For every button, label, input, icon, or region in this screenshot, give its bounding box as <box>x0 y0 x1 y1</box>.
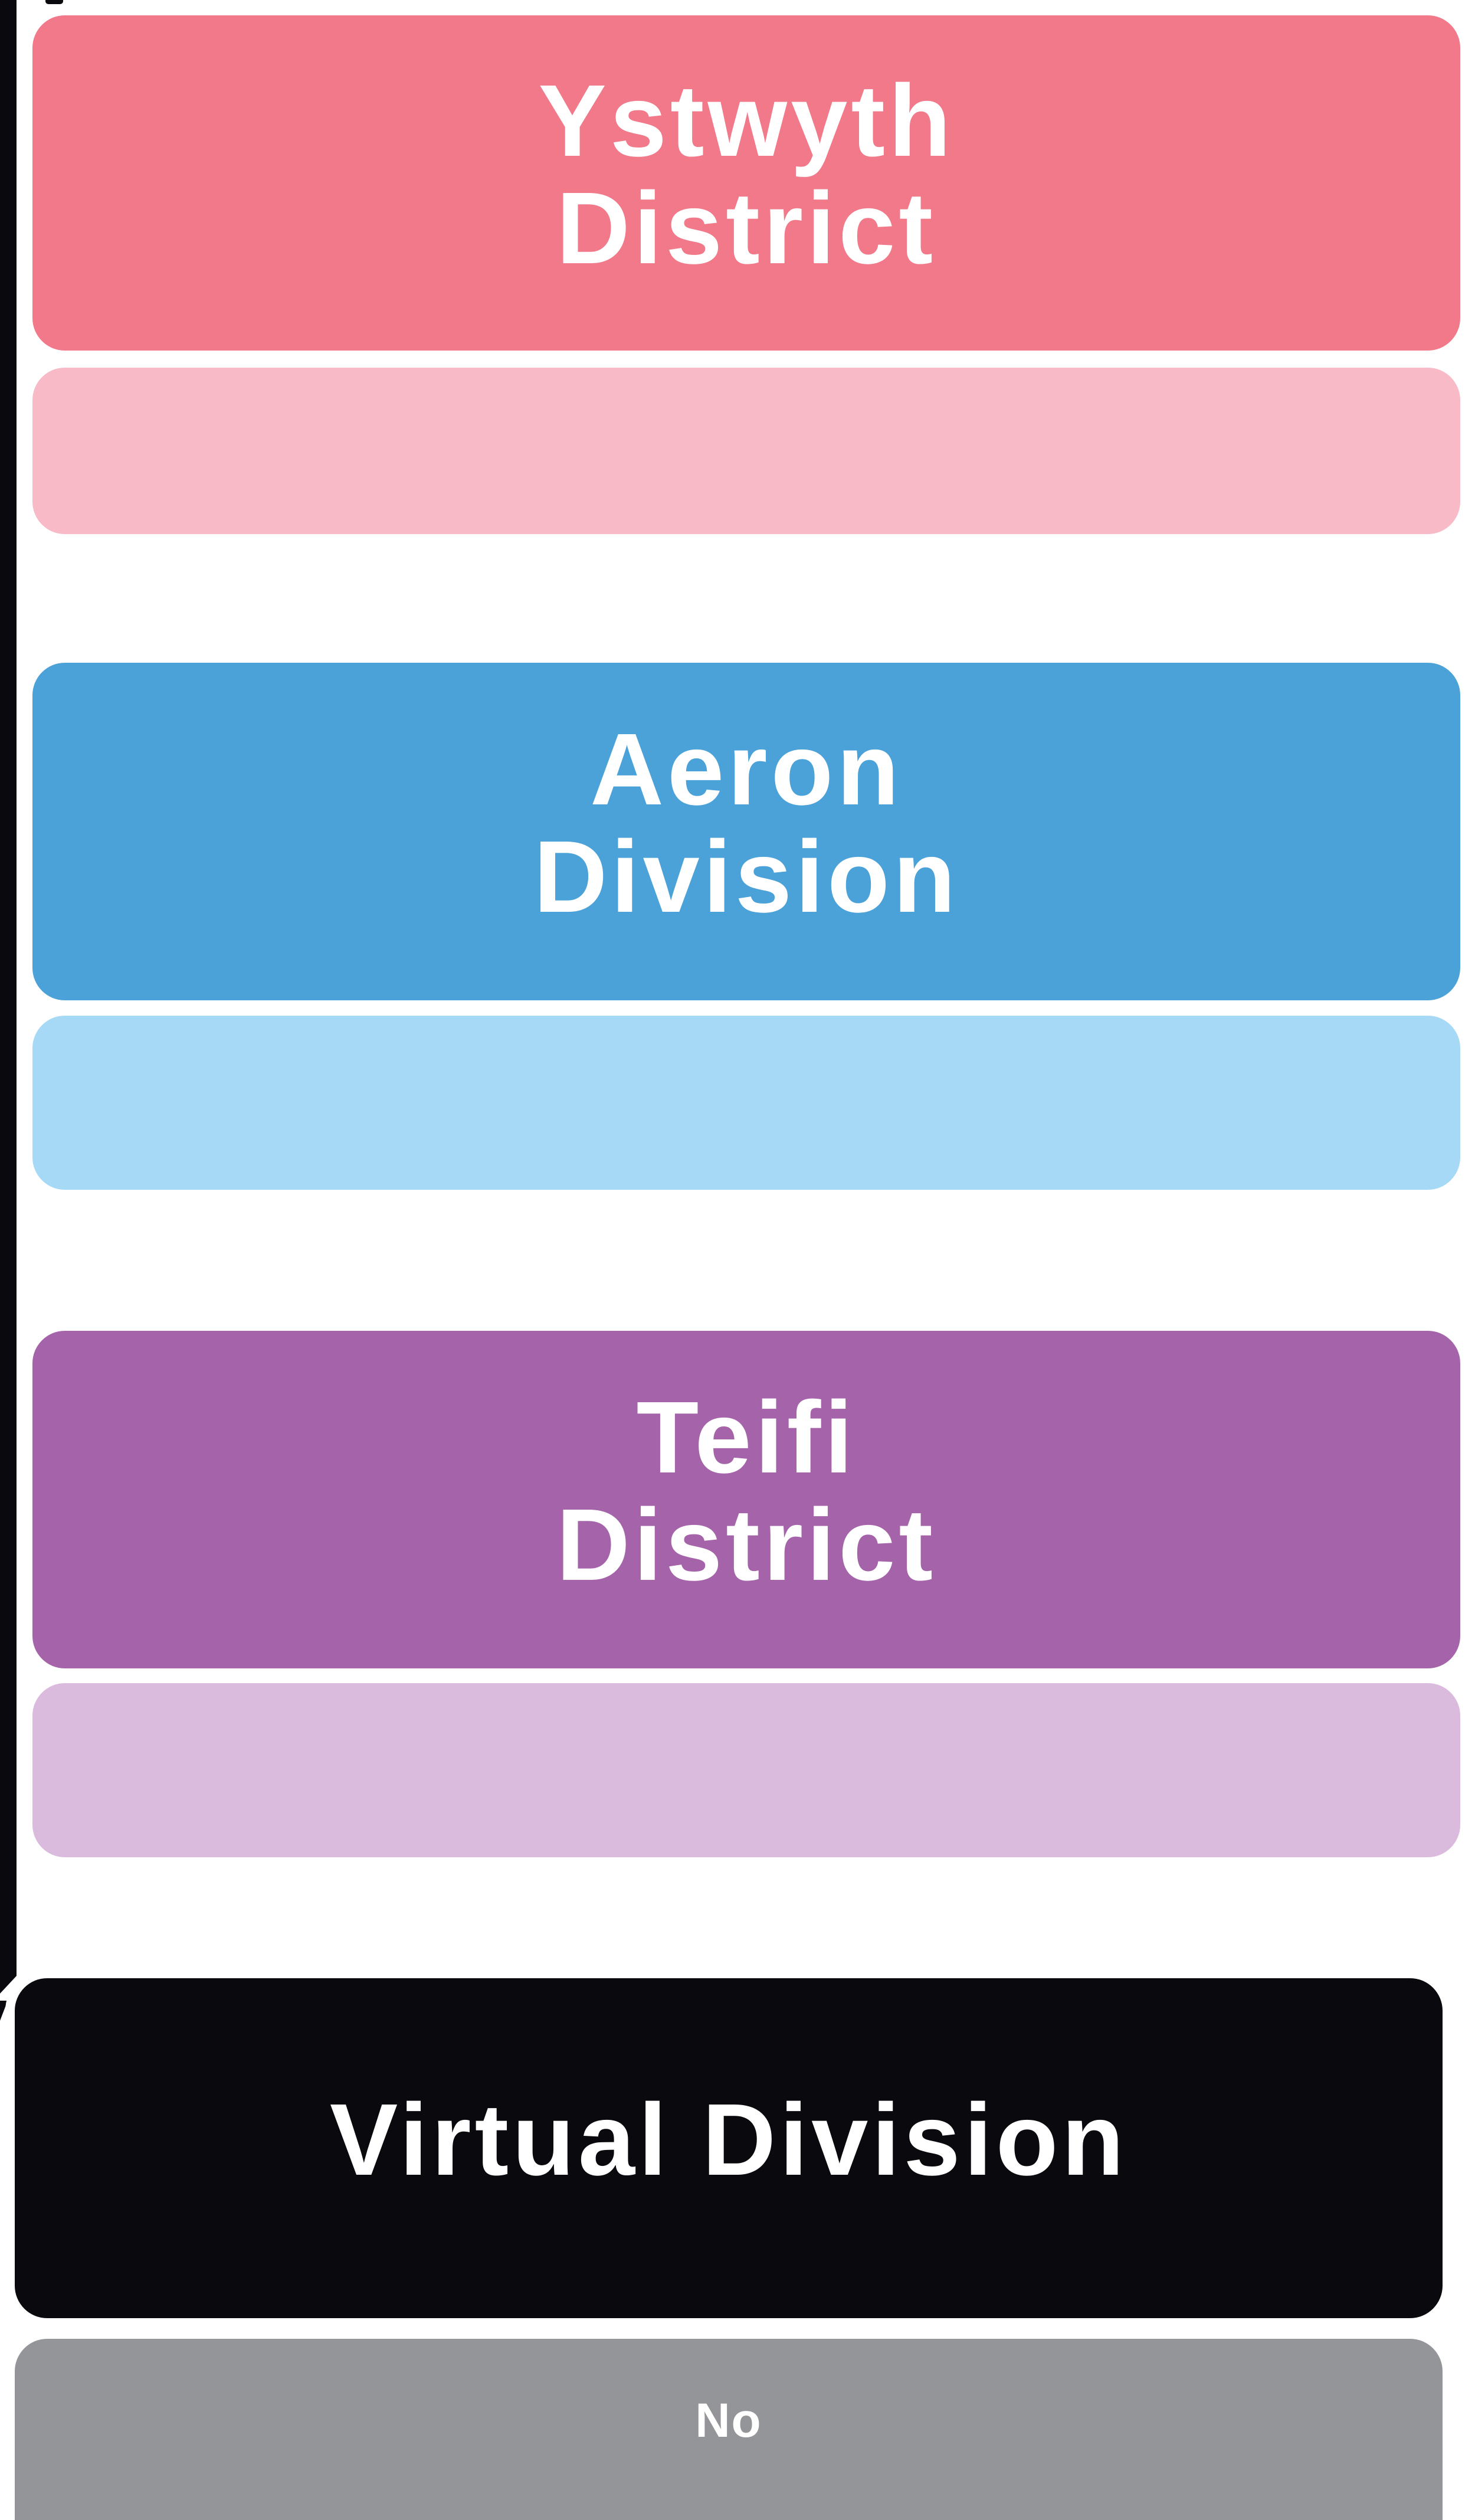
title-line: Virtual Division <box>329 2082 1128 2197</box>
card-virtual-division-title: Virtual Division <box>330 2086 1127 2194</box>
card-virtual-division-subpanel[interactable]: No <box>15 2339 1443 2520</box>
virtual-division-subpanel-value: No <box>695 2394 762 2447</box>
card-aeron-division-subpanel[interactable] <box>32 1016 1460 1190</box>
card-virtual-division[interactable]: Virtual Division <box>15 1978 1443 2318</box>
card-ystwyth-district[interactable]: Ystwyth District <box>32 15 1460 351</box>
card-teifi-district-title: Teifi District <box>556 1384 936 1598</box>
card-ystwyth-district-title: Ystwyth District <box>538 67 954 282</box>
title-line: Division <box>533 819 959 934</box>
card-ystwyth-district-subpanel[interactable] <box>32 368 1460 534</box>
title-line: Aeron <box>590 712 903 827</box>
connector-line-bottom-sliver <box>0 2001 8 2021</box>
title-line: District <box>556 171 937 285</box>
title-line: Ystwyth <box>538 63 955 178</box>
title-line: District <box>556 1487 937 1602</box>
card-aeron-division[interactable]: Aeron Division <box>32 663 1460 1000</box>
card-aeron-division-title: Aeron Division <box>534 716 959 930</box>
title-line: Teifi <box>636 1380 857 1495</box>
connector-line-top-stub <box>45 0 63 4</box>
card-teifi-district-subpanel[interactable] <box>32 1683 1460 1857</box>
connector-line <box>0 0 17 1994</box>
card-teifi-district[interactable]: Teifi District <box>32 1331 1460 1668</box>
